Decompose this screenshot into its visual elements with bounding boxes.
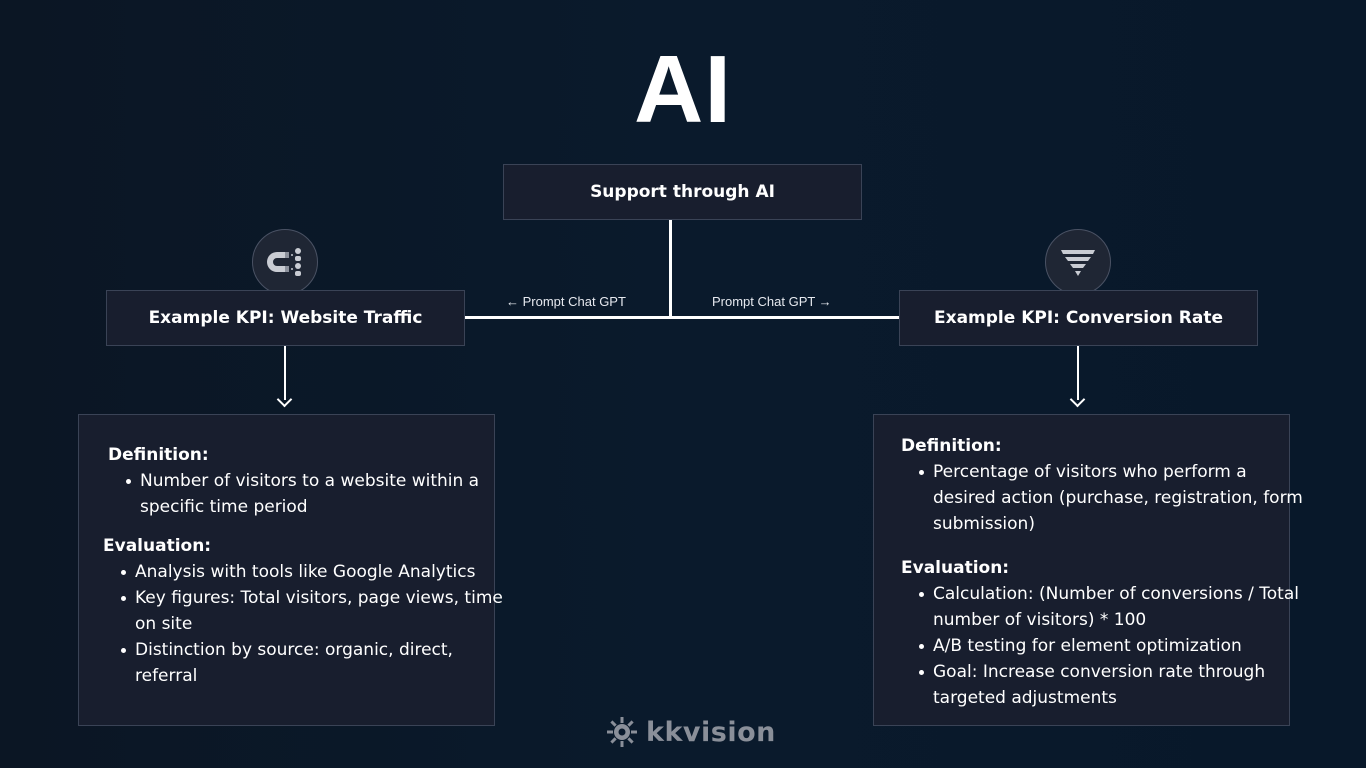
prompt-label-right: Prompt Chat GPT →: [712, 294, 832, 309]
evaluation-heading: Evaluation:: [901, 558, 1010, 578]
connector-horizontal: [465, 316, 899, 319]
definition-list: Percentage of visitors who perform a des…: [901, 459, 1303, 537]
arrow-right-shaft: [1077, 346, 1079, 400]
definition-list: Number of visitors to a website within a…: [108, 468, 500, 520]
website-traffic-details-panel: Definition: Number of visitors to a webs…: [78, 414, 503, 726]
kpi-website-traffic-title: Example KPI: Website Traffic: [148, 308, 423, 328]
kpi-website-traffic-box: Example KPI: Website Traffic: [106, 290, 465, 346]
list-item: Percentage of visitors who perform a des…: [919, 459, 1303, 537]
brand-logo: kkvision: [606, 716, 776, 748]
conversion-rate-details-panel: Definition: Percentage of visitors who p…: [873, 414, 1303, 726]
definition-heading: Definition:: [108, 445, 209, 465]
list-item: Calculation: (Number of conversions / To…: [919, 581, 1303, 633]
list-item: A/B testing for element optimization: [919, 633, 1303, 659]
list-item: Distinction by source: organic, direct, …: [121, 637, 505, 689]
evaluation-list: Calculation: (Number of conversions / To…: [901, 581, 1303, 711]
kpi-conversion-rate-box: Example KPI: Conversion Rate: [899, 290, 1258, 346]
evaluation-list: Analysis with tools like Google Analytic…: [103, 559, 505, 689]
evaluation-heading: Evaluation:: [103, 536, 212, 556]
brand-name: kkvision: [646, 716, 776, 748]
list-item: Number of visitors to a website within a…: [126, 468, 500, 520]
list-item: Goal: Increase conversion rate through t…: [919, 659, 1303, 711]
kpi-conversion-rate-title: Example KPI: Conversion Rate: [934, 308, 1223, 328]
support-box-label: Support through AI: [590, 182, 775, 202]
arrow-down-icon: [276, 391, 293, 408]
gear-logo-icon: [607, 717, 637, 747]
magnet-icon: [252, 229, 318, 295]
page-title: AI: [634, 36, 732, 143]
prompt-label-left: ← Prompt Chat GPT: [506, 294, 626, 309]
list-item: Analysis with tools like Google Analytic…: [121, 559, 505, 585]
funnel-icon: [1045, 229, 1111, 295]
arrow-down-icon: [1069, 391, 1086, 408]
connector-vertical: [669, 220, 672, 319]
support-through-ai-box: Support through AI: [503, 164, 862, 220]
list-item: Key figures: Total visitors, page views,…: [121, 585, 505, 637]
arrow-left-shaft: [284, 346, 286, 400]
definition-heading: Definition:: [901, 436, 1002, 456]
